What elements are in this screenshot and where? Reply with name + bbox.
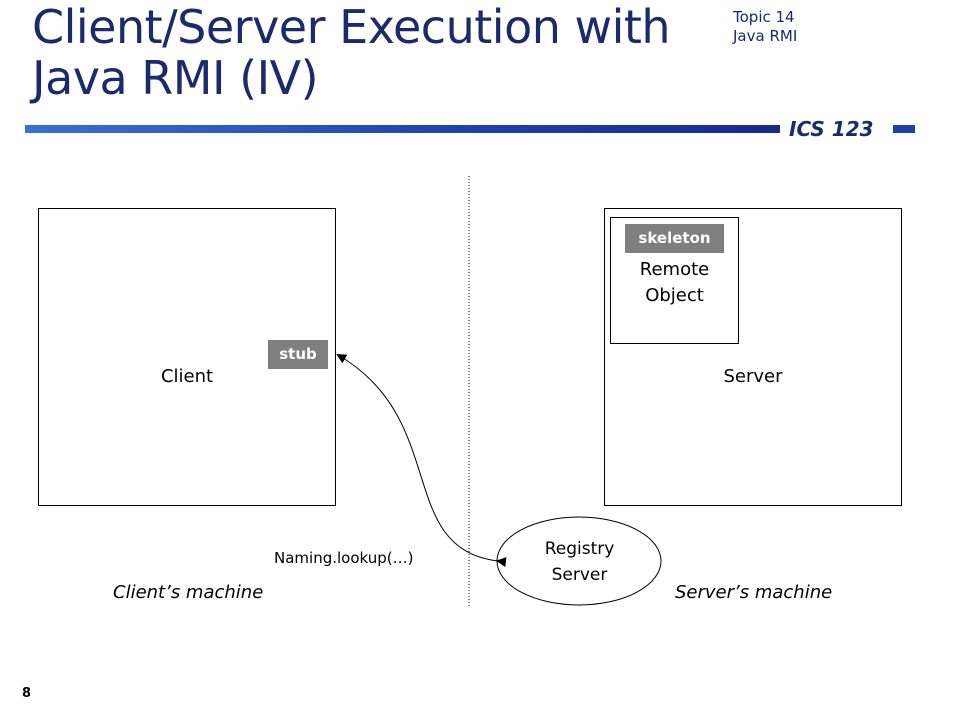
server-machine-label: Server’s machine (675, 582, 833, 603)
topic-label: Topic 14 Java RMI (733, 8, 797, 46)
skeleton-tag: skeleton (625, 224, 724, 253)
slide-title: Client/Server Execution with Java RMI (I… (32, 0, 671, 105)
registry-line2: Server (551, 565, 608, 585)
client-machine-label: Client’s machine (113, 582, 264, 603)
registry-line1: Registry (544, 539, 615, 559)
course-label: ICS 123 (789, 117, 874, 141)
header-rule (25, 125, 780, 133)
stub-tag: stub (268, 340, 328, 369)
server-label: Server (723, 366, 783, 387)
header-rule-end (893, 125, 915, 133)
lookup-arrow (336, 353, 507, 567)
remote-object-line1: Remote (639, 259, 710, 280)
remote-object-line2: Object (645, 285, 704, 306)
client-label: Client (160, 366, 214, 387)
remote-object-label: Remote Object (610, 257, 739, 309)
topic-number: Topic 14 (733, 8, 795, 26)
lookup-call-label: Naming.lookup(…) (274, 549, 414, 567)
page-number: 8 (22, 686, 32, 701)
topic-name: Java RMI (733, 27, 798, 45)
registry-server-label: Registry Server (498, 536, 661, 588)
